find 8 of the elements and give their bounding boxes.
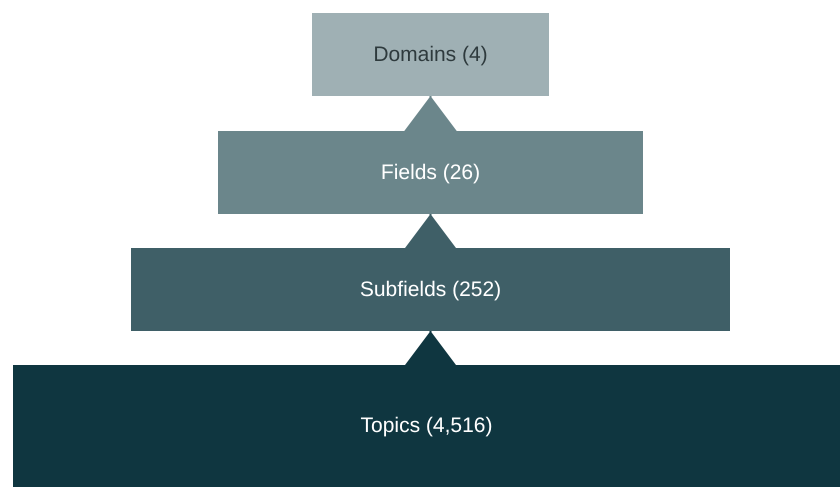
level-label: Domains (4) [373,42,488,66]
level-box [312,13,549,96]
level-box [13,365,840,487]
level-box [131,248,730,331]
level-box [218,131,643,214]
level-label: Topics (4,516) [360,414,492,438]
level-label: Subfields (252) [360,278,502,302]
level-label: Fields (26) [380,160,480,184]
